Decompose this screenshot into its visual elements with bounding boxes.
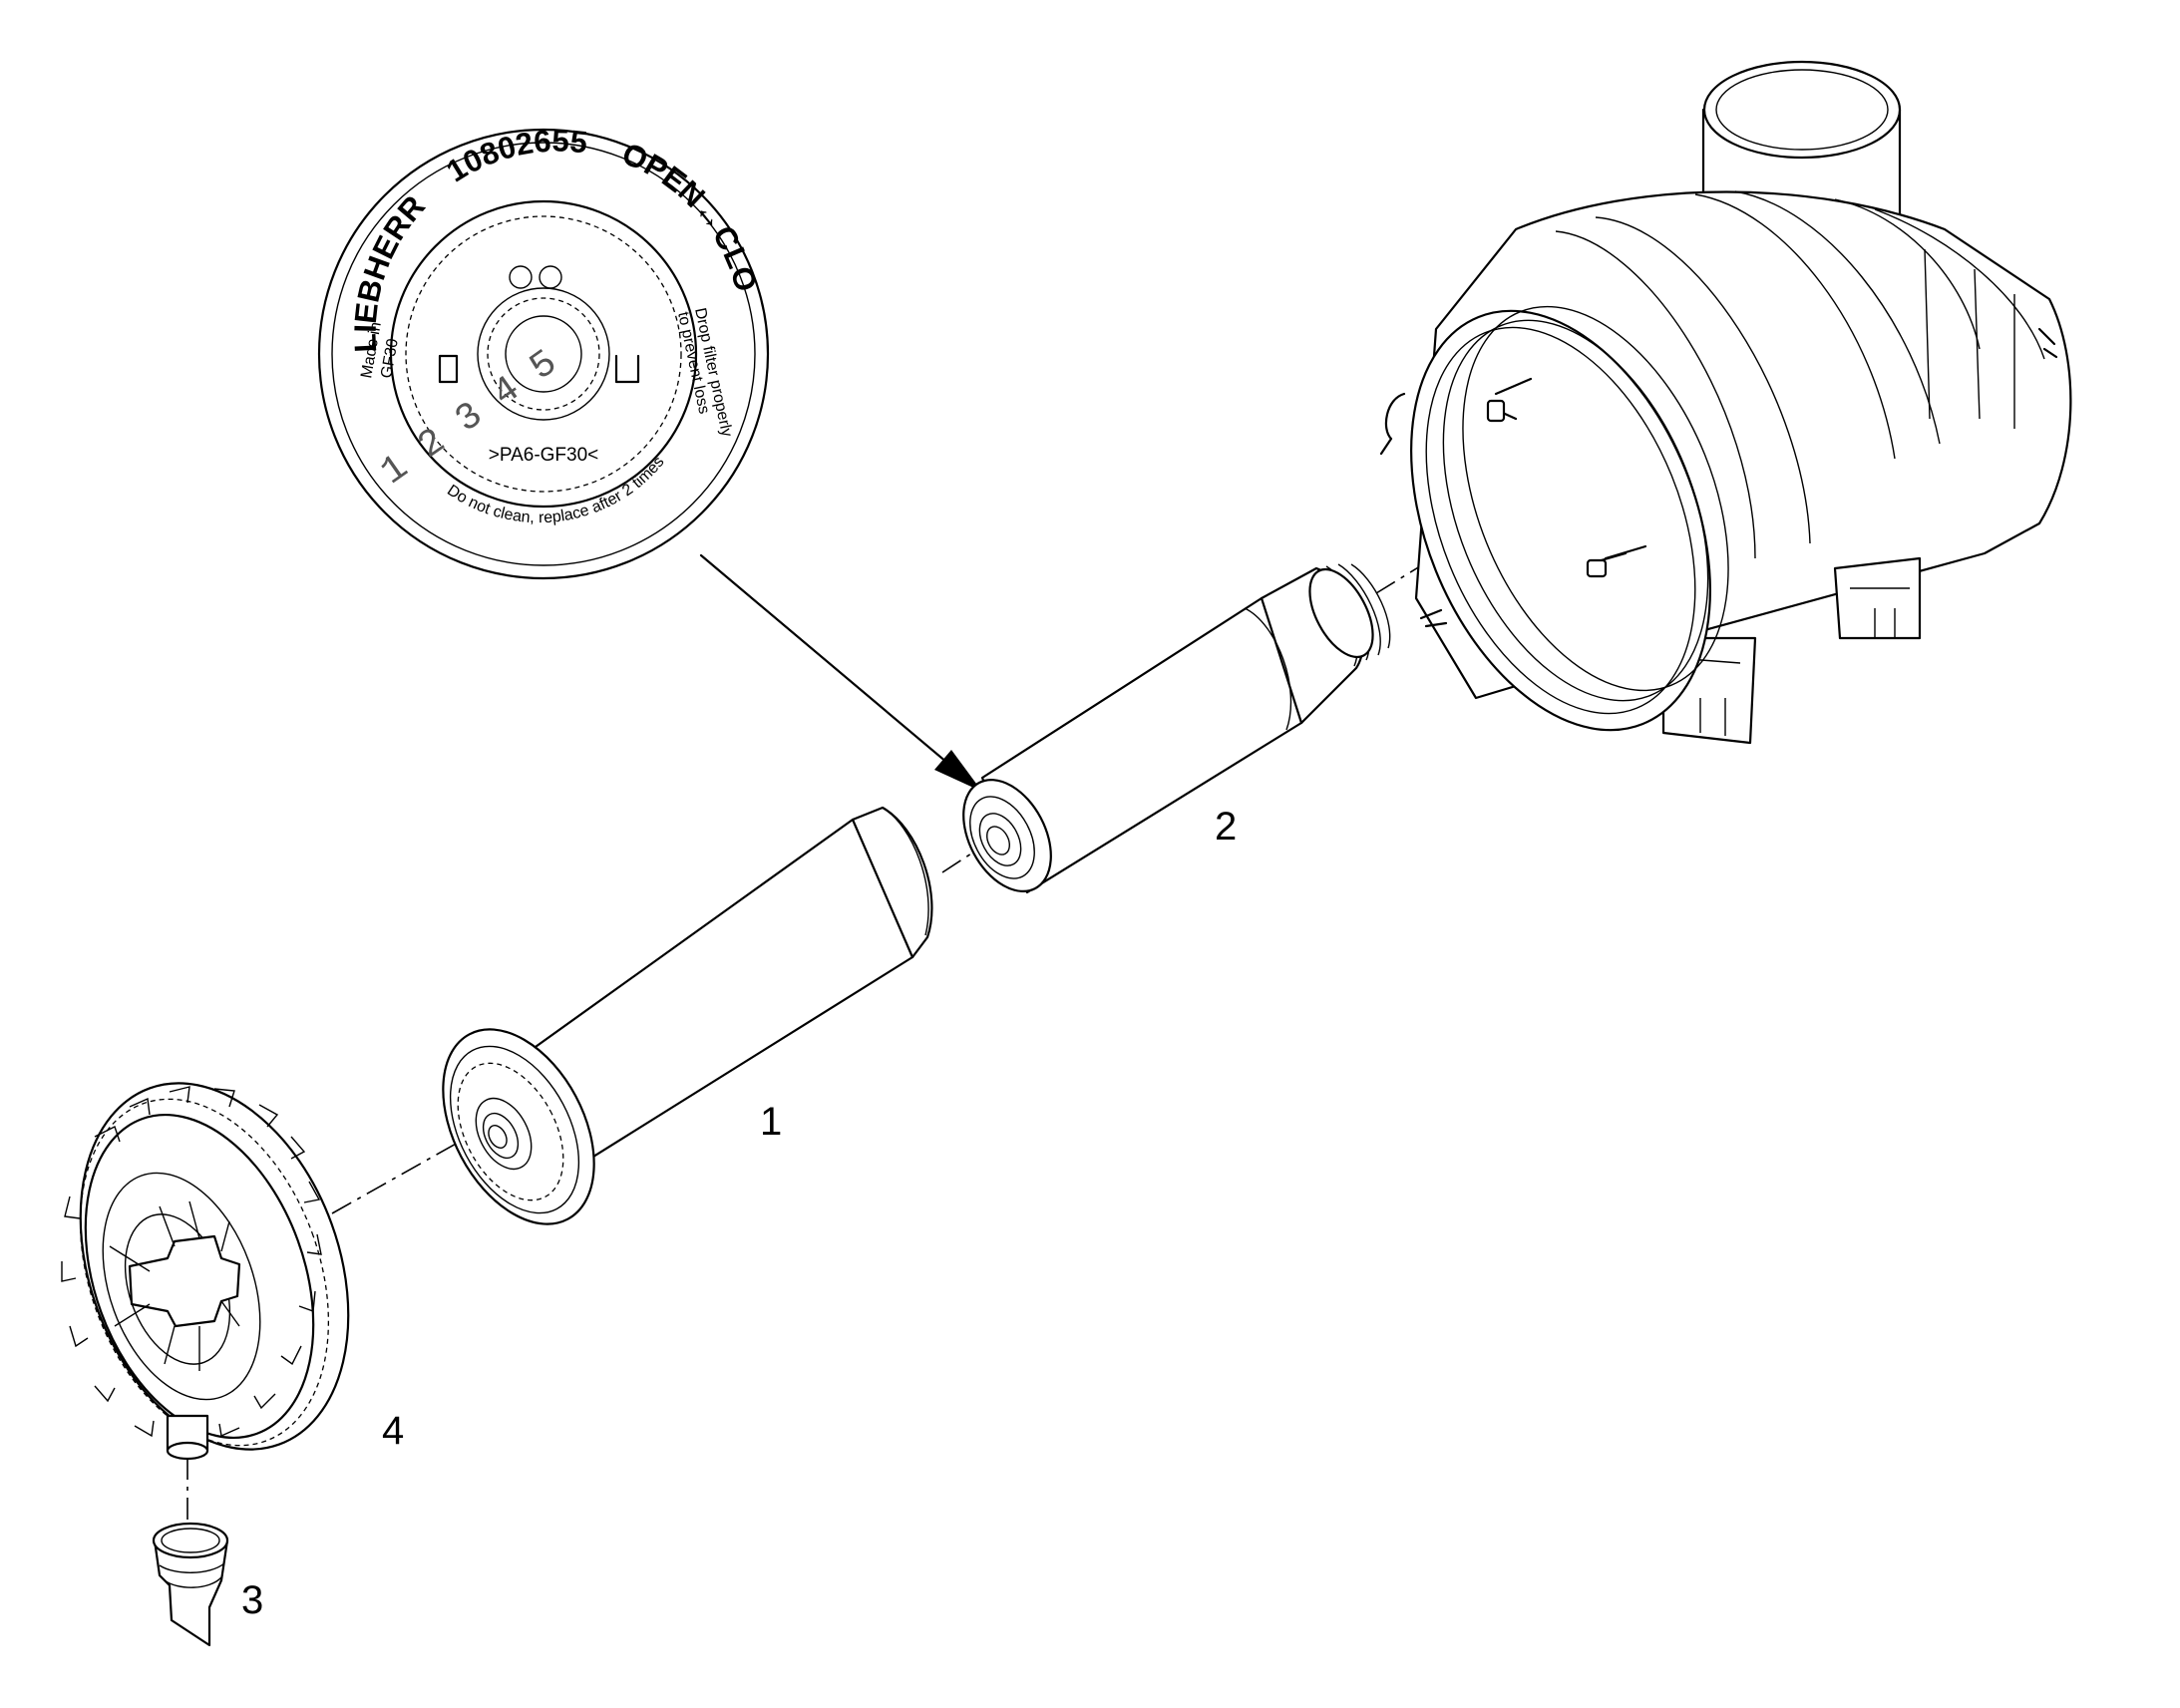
dust-cover — [61, 1082, 350, 1461]
end-cap-material-mark: >PA6-GF30< — [489, 445, 599, 466]
callout-2: 2 — [1215, 805, 1237, 849]
dust-valve — [152, 1522, 229, 1647]
filter-element-1 — [442, 806, 933, 1225]
air-filter-housing — [1379, 60, 2072, 745]
end-cap-detail-view: LIEBHERR 10802655 OPEN↔CLOSE >PA6-GF30< … — [0, 0, 770, 580]
detail-leader-arrow — [699, 553, 982, 792]
callout-3: 3 — [241, 1578, 263, 1622]
callout-1: 1 — [760, 1100, 782, 1144]
end-cap-small-print: GF30 — [378, 337, 402, 379]
filter-element-2 — [962, 563, 1391, 894]
callout-4: 4 — [382, 1409, 404, 1453]
